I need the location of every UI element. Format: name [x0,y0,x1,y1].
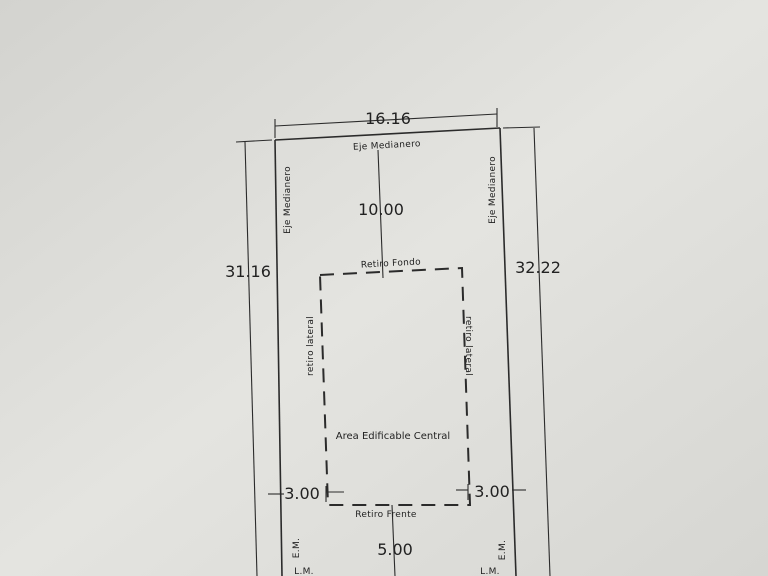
right-lm-label: L.M. [480,567,500,576]
left-dimension-line [244,141,258,576]
right-axis-label: Eje Medianero [488,156,498,224]
front-setback-label: Retiro Frente [355,510,417,520]
front-setback-dimension-line [391,504,396,576]
rear-boundary-line [274,127,501,141]
top-width-dimension: 16.16 [365,109,411,128]
right-length-dimension: 32.22 [515,258,561,277]
left-length-dimension: 31.16 [225,262,271,281]
buildable-area-outline [318,266,472,506]
right-dimension-line [533,127,551,576]
right-side-setback-dimension: 3.00 [474,482,510,501]
right-em-label: E.M. [498,540,508,560]
left-dimension-tick-top [235,139,273,143]
left-em-label: E.M. [292,538,302,558]
top-dimension-line [274,113,498,127]
right-lateral-label: retiro lateral [463,316,473,376]
left-axis-label: Eje Medianero [283,166,293,234]
right-dimension-tick-top [502,126,541,129]
front-setback-dimension: 5.00 [377,540,413,559]
rear-setback-label: Retiro Fondo [361,257,422,270]
rear-setback-dimension: 10.00 [358,200,404,219]
left-lm-label: L.M. [294,567,314,576]
left-side-setback-dimension: 3.00 [284,484,320,503]
rear-setback-dimension-line [377,149,384,279]
right-boundary-line [499,127,517,576]
left-lateral-label: retiro lateral [306,316,316,376]
left-boundary-line [274,139,283,576]
top-axis-label: Eje Medianero [353,139,421,153]
buildable-area-label: Area Edificable Central [336,431,450,442]
